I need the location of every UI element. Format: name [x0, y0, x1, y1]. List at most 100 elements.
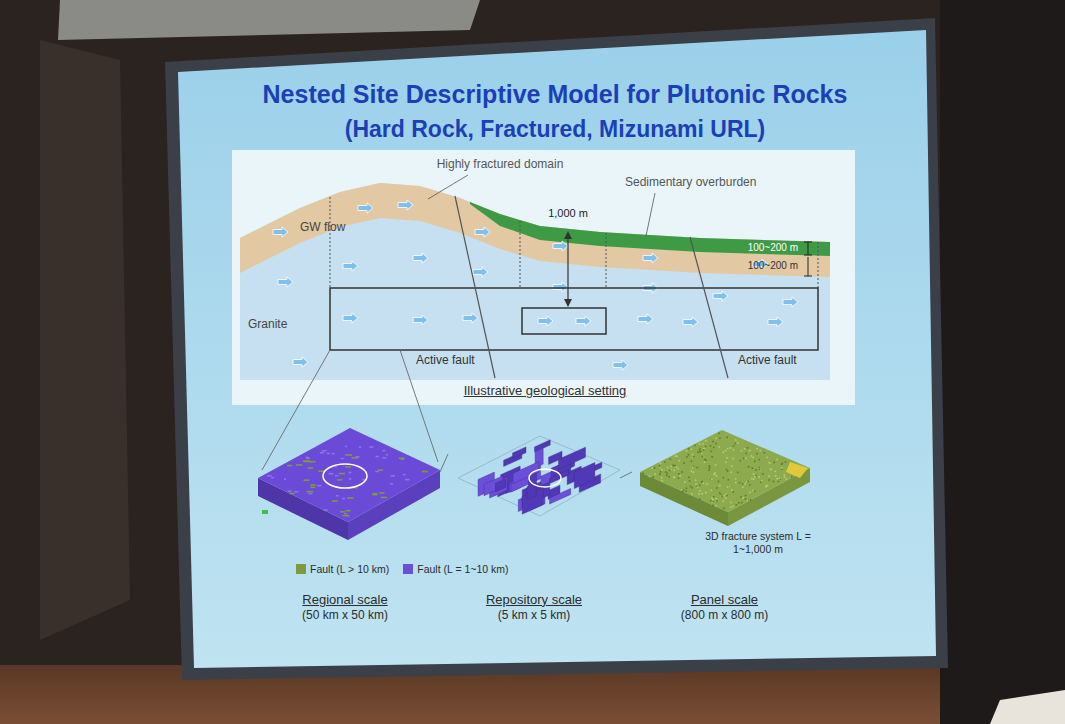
- illustration-panel: [232, 150, 855, 405]
- legend-text: Fault (L = 1~10 km): [417, 563, 508, 575]
- fracture-dot: [713, 447, 715, 449]
- fault-plane: [550, 488, 571, 504]
- fault-trace: [327, 453, 330, 455]
- fracture-dot: [782, 463, 784, 465]
- fault-trace: [289, 493, 294, 495]
- fracture-dot: [766, 457, 768, 459]
- scale-size: (800 m x 800 m): [681, 608, 768, 623]
- fracture-dot: [721, 496, 723, 498]
- regional-model: [258, 428, 440, 540]
- fault-trace: [390, 483, 393, 485]
- fault-trace: [332, 453, 335, 455]
- repository-model: [458, 436, 620, 516]
- dotted-guides: [330, 197, 818, 288]
- fracture-dot: [702, 481, 704, 483]
- fracture-dot: [767, 485, 769, 487]
- fracture-dot: [715, 505, 717, 507]
- fracture-dot: [698, 493, 700, 495]
- cube-top: [258, 428, 440, 522]
- fracture-dot: [776, 478, 778, 480]
- fracture-dot: [708, 469, 710, 471]
- fault-trace: [320, 452, 324, 454]
- fracture-dot: [744, 483, 746, 485]
- gw-arrow: [413, 253, 428, 263]
- fracture-dot: [758, 476, 760, 478]
- fault-line: [455, 196, 495, 378]
- fracture-dot: [699, 443, 701, 445]
- fault-trace: [399, 458, 405, 460]
- fault-trace: [308, 467, 313, 469]
- fracture-dot: [711, 497, 713, 499]
- scale-panel: 3D fracture system L = 1~1,000 mPanel sc…: [632, 420, 817, 625]
- fracture-dot: [699, 452, 701, 454]
- fracture-dot: [770, 462, 772, 464]
- fracture-dot: [711, 490, 713, 492]
- fault-trace: [308, 493, 312, 495]
- fracture-dot: [659, 473, 661, 475]
- fracture-dot: [715, 498, 717, 500]
- fracture-dot: [778, 481, 780, 483]
- fracture-dot: [768, 475, 770, 477]
- sedimentary-layer: [470, 202, 830, 256]
- fault-trace: [391, 475, 396, 477]
- layer-label: Highly fractured domain: [437, 158, 564, 172]
- fracture-dot: [725, 498, 727, 500]
- gw-arrow: [576, 316, 591, 326]
- fault-trace: [329, 473, 334, 475]
- fracture-dot: [726, 469, 728, 471]
- fault-plane: [513, 462, 539, 484]
- gw-arrow: [768, 317, 783, 327]
- fracture-dot: [752, 457, 754, 459]
- fracture-dot: [718, 481, 720, 483]
- fracture-dot: [689, 480, 691, 482]
- fracture-dot: [710, 445, 712, 447]
- fracture-dot: [690, 486, 692, 488]
- fracture-dot: [723, 477, 725, 479]
- fracture-dot: [742, 483, 744, 485]
- fault-trace: [345, 446, 347, 448]
- right-wall: [940, 0, 1065, 724]
- fracture-dot: [753, 473, 755, 475]
- fracture-dot: [732, 506, 734, 508]
- leader-lines: [428, 175, 655, 236]
- fracture-dot: [693, 471, 695, 473]
- fracture-dot: [670, 458, 672, 460]
- slide-subtitle: (Hard Rock, Fractured, Mizunami URL): [345, 116, 765, 142]
- fracture-dot: [709, 465, 711, 467]
- fracture-dot: [678, 473, 680, 475]
- fault-trace: [343, 515, 350, 517]
- fracture-dot: [730, 471, 732, 473]
- gw-arrow: [713, 291, 728, 301]
- fault-trace: [349, 472, 352, 474]
- scale-panel: Regional scale(50 km x 50 km): [250, 420, 440, 625]
- fracture-dot: [692, 454, 694, 456]
- thickness-arrows: [804, 242, 812, 276]
- fracture-dot: [703, 482, 705, 484]
- fracture-dot: [785, 478, 787, 480]
- fracture-dot: [713, 474, 715, 476]
- fracture-dot: [676, 466, 678, 468]
- fracture-dot: [699, 450, 701, 452]
- fracture-dot: [699, 490, 701, 492]
- fracture-dot: [740, 460, 742, 462]
- fracture-dot: [716, 475, 718, 477]
- legend-text: Fault (L > 10 km): [310, 563, 389, 575]
- fracture-dot: [676, 455, 678, 457]
- fracture-dot: [642, 472, 644, 474]
- scale-panel: Repository scale(5 km x 5 km): [448, 420, 620, 625]
- fracture-dot: [713, 496, 715, 498]
- fault-trace: [310, 461, 316, 463]
- legend-entry: Fault (L = 1~10 km): [403, 563, 508, 575]
- gw-arrow: [293, 357, 308, 367]
- fracture-dot: [719, 492, 721, 494]
- fault-trace: [375, 471, 378, 473]
- fracture-dot: [747, 499, 749, 501]
- fault-trace: [303, 460, 310, 462]
- slide-title: Nested Site Descriptive Model for Pluton…: [263, 80, 848, 109]
- fault-trace: [323, 509, 327, 511]
- cross-section: [232, 150, 855, 405]
- fracture-dot: [737, 442, 739, 444]
- fracture-dot: [770, 469, 772, 471]
- fracture-dot: [737, 472, 739, 474]
- fracture-dot: [702, 456, 704, 458]
